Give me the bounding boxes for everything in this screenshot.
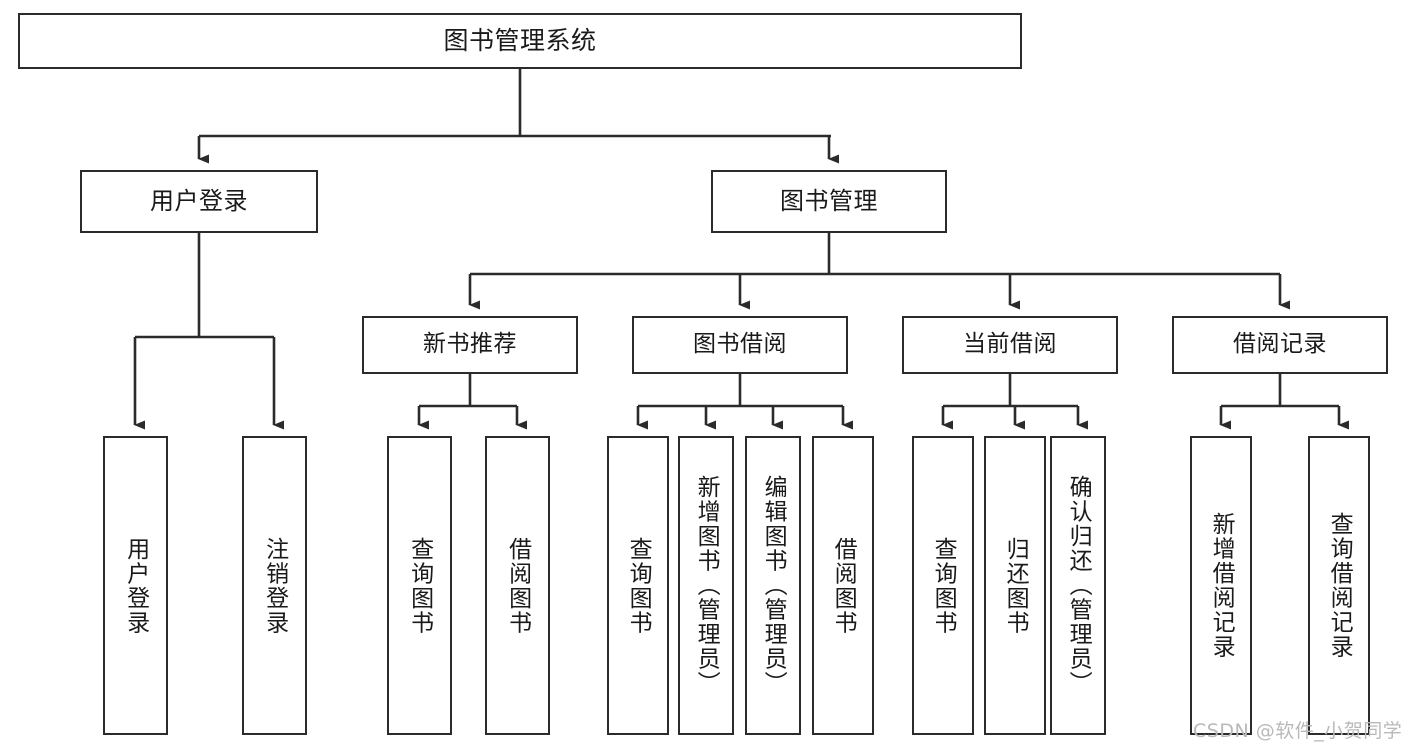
node-current-borrow[interactable]: 当前借阅	[902, 316, 1118, 374]
node-label: 借阅记录	[1233, 331, 1327, 358]
node-leaf-logout[interactable]: 注销登录	[242, 436, 307, 735]
node-label: 新增借阅记录	[1208, 512, 1235, 659]
node-label: 图书管理	[780, 187, 878, 216]
node-label: 新增图书（管理员）	[693, 475, 720, 696]
node-leaf-query-book-3[interactable]: 查询图书	[912, 436, 974, 735]
node-label: 用户登录	[150, 187, 248, 216]
csdn-watermark: CSDN @软件_小贺同学	[1193, 720, 1403, 742]
node-leaf-query-book-2[interactable]: 查询图书	[607, 436, 669, 735]
node-label: 查询图书	[930, 536, 957, 635]
node-borrow-record[interactable]: 借阅记录	[1172, 316, 1388, 374]
node-leaf-confirm-return[interactable]: 确认归还（管理员）	[1050, 436, 1106, 735]
node-label: 图书管理系统	[443, 26, 597, 55]
node-label: 编辑图书（管理员）	[760, 475, 787, 696]
node-new-book-rec[interactable]: 新书推荐	[362, 316, 578, 374]
node-label: 当前借阅	[963, 331, 1057, 358]
node-label: 新书推荐	[423, 331, 517, 358]
edges-bookborrow-to-leaves	[636, 374, 853, 430]
node-label: 注销登录	[261, 536, 288, 635]
node-root-system[interactable]: 图书管理系统	[18, 13, 1022, 69]
node-label: 借阅图书	[504, 536, 531, 635]
node-leaf-borrow-book-1[interactable]: 借阅图书	[485, 436, 550, 735]
node-user-login[interactable]: 用户登录	[80, 170, 318, 233]
node-label: 借阅图书	[830, 536, 857, 635]
node-leaf-add-record[interactable]: 新增借阅记录	[1190, 436, 1252, 735]
node-label: 查询借阅记录	[1326, 512, 1353, 659]
node-leaf-user-login[interactable]: 用户登录	[103, 436, 168, 735]
node-label: 确认归还（管理员）	[1065, 475, 1092, 696]
node-book-borrow[interactable]: 图书借阅	[632, 316, 848, 374]
node-label: 查询图书	[625, 536, 652, 635]
node-label: 用户登录	[122, 536, 149, 635]
edges-newbookrec-to-leaves	[417, 374, 527, 430]
node-label: 图书借阅	[693, 331, 787, 358]
edges-bookmanage-to-level3	[468, 233, 1290, 310]
node-label: 归还图书	[1002, 536, 1029, 635]
edges-root-to-level2	[197, 69, 839, 164]
node-label: 查询图书	[406, 536, 433, 635]
node-book-manage[interactable]: 图书管理	[711, 170, 947, 233]
edges-borrowrecord-to-leaves	[1219, 374, 1349, 430]
node-leaf-return-book[interactable]: 归还图书	[984, 436, 1046, 735]
edges-currentborrow-to-leaves	[941, 374, 1088, 430]
node-leaf-edit-book[interactable]: 编辑图书（管理员）	[745, 436, 801, 735]
node-leaf-add-book[interactable]: 新增图书（管理员）	[678, 436, 734, 735]
node-leaf-query-record[interactable]: 查询借阅记录	[1308, 436, 1370, 735]
node-leaf-borrow-book-2[interactable]: 借阅图书	[812, 436, 874, 735]
edges-userlogin-to-leaves	[133, 233, 284, 430]
node-leaf-query-book-1[interactable]: 查询图书	[387, 436, 452, 735]
